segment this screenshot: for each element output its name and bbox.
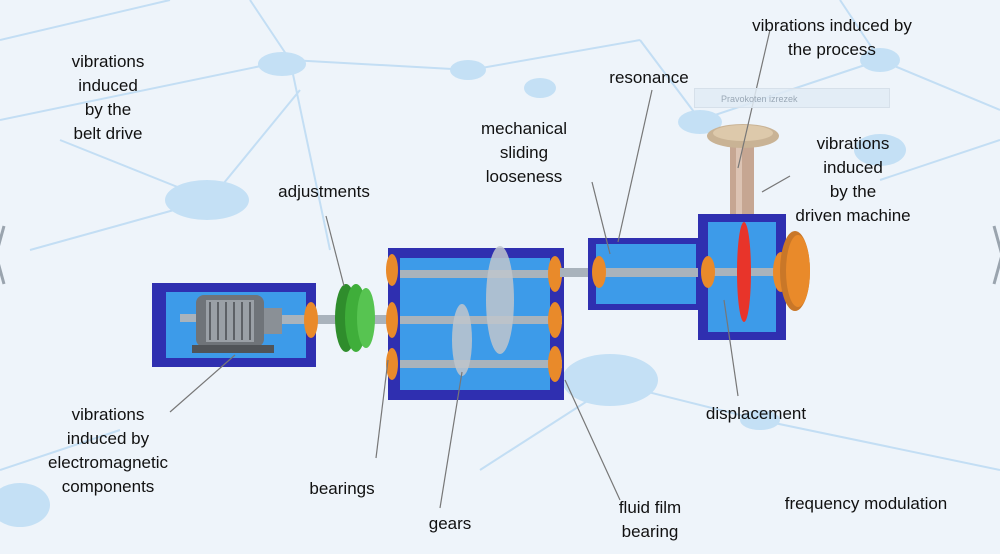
label-bearings: bearings [309,479,375,498]
electric-motor [152,283,316,367]
driven-machine [698,124,810,340]
label-electromagnetic: vibrations induced by electromagnetic co… [47,405,168,496]
leader-lines [169,29,791,509]
label-resonance: resonance [609,68,689,87]
background-nodes [0,48,906,527]
left-chevron-icon[interactable] [0,220,8,290]
gear-large [486,246,514,354]
label-frequency-modulation: frequency modulation [784,494,948,513]
label-driven-machine: vibrations induced by the driven machine [795,134,911,225]
impeller [737,222,751,322]
ghost-selection-tooltip: Pravokoten izrezek [694,88,890,108]
flexible-coupling [335,284,375,352]
motor-bearing [304,302,318,338]
label-displacement: displacement [705,404,807,423]
label-mechanical-looseness: mechanical sliding looseness [481,119,567,186]
background-network [0,0,1000,471]
label-fluid-film-bearing: fluid film bearing [618,498,682,541]
intermediate-housing [588,238,706,310]
label-gears: gears [428,514,472,533]
right-chevron-icon[interactable] [990,220,1000,290]
gear-small [452,304,472,376]
gearbox [386,246,564,400]
label-belt-drive: vibrations induced by the belt drive [71,52,145,143]
label-adjustments: adjustments [278,182,370,201]
label-process: vibrations induced by the process [752,16,912,59]
